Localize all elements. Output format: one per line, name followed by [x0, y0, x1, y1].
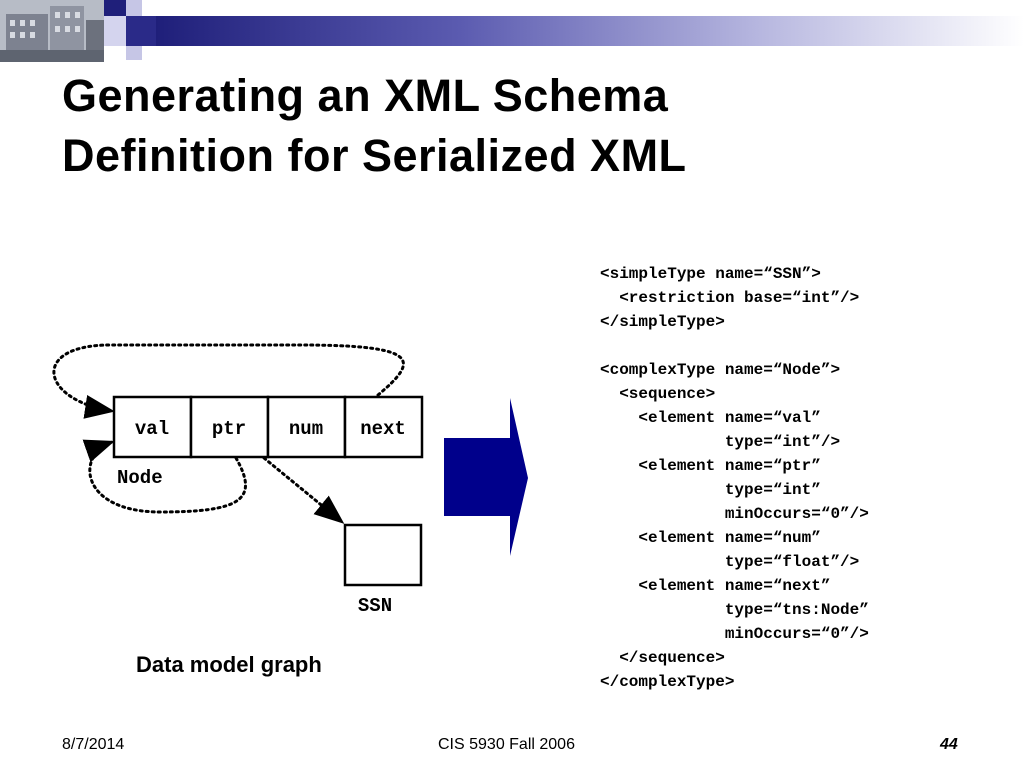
node-field-next-box [343, 395, 424, 459]
decor-square [104, 16, 126, 46]
code-line: <sequence> [600, 385, 716, 403]
node-field-num: num [289, 418, 323, 440]
code-line: type=“float”/> [600, 553, 860, 571]
header-building-photo [0, 0, 104, 62]
title-line-1: Generating an XML Schema [62, 70, 669, 121]
code-line: type=“tns:Node” [600, 601, 869, 619]
decor-square [126, 0, 142, 16]
diagram-caption: Data model graph [136, 652, 322, 677]
code-line: minOccurs=“0”/> [600, 505, 869, 523]
ssn-label: SSN [358, 595, 392, 617]
code-line: minOccurs=“0”/> [600, 625, 869, 643]
footer-date: 8/7/2014 [62, 736, 125, 753]
right-arrow-icon [444, 398, 528, 556]
code-line: <element name=“val” [600, 409, 821, 427]
code-line: <restriction base=“int”/> [600, 289, 860, 307]
code-line: type=“int”/> [600, 433, 841, 451]
node-record: val ptr num next Node [112, 395, 424, 489]
code-line: </sequence> [600, 649, 725, 667]
code-line: <element name=“next” [600, 577, 831, 595]
code-line [600, 334, 869, 358]
decor-square [126, 16, 156, 46]
code-line: </simpleType> [600, 313, 725, 331]
building-image-icon [0, 0, 104, 62]
ssn-box [343, 523, 423, 587]
code-line: </complexType> [600, 673, 735, 691]
ptr-to-ssn-arrow [262, 456, 345, 524]
decor-square [126, 46, 142, 60]
header-gradient-bar [156, 16, 1024, 46]
node-field-val-box [112, 395, 193, 459]
node-field-ptr: ptr [212, 418, 246, 440]
code-line: type=“int” [600, 481, 821, 499]
ptr-to-node-arrow [82, 439, 247, 514]
xml-schema-code: <simpleType name=“SSN”> <restriction bas… [600, 262, 869, 694]
footer-course: CIS 5930 Fall 2006 [438, 736, 575, 753]
node-field-next: next [360, 418, 406, 440]
node-field-val: val [135, 418, 169, 440]
code-line: <complexType name=“Node”> [600, 361, 841, 379]
footer-page-number: 44 [940, 736, 958, 753]
slide-title: Generating an XML Schema Definition for … [62, 66, 962, 186]
code-line: <element name=“num” [600, 529, 821, 547]
node-field-num-box [266, 395, 347, 459]
next-self-reference-arrow [52, 343, 405, 419]
decor-square [104, 0, 126, 16]
code-line: <simpleType name=“SSN”> [600, 265, 821, 283]
code-line: <element name=“ptr” [600, 457, 821, 475]
node-label: Node [117, 467, 163, 489]
title-line-2: Definition for Serialized XML [62, 130, 687, 181]
